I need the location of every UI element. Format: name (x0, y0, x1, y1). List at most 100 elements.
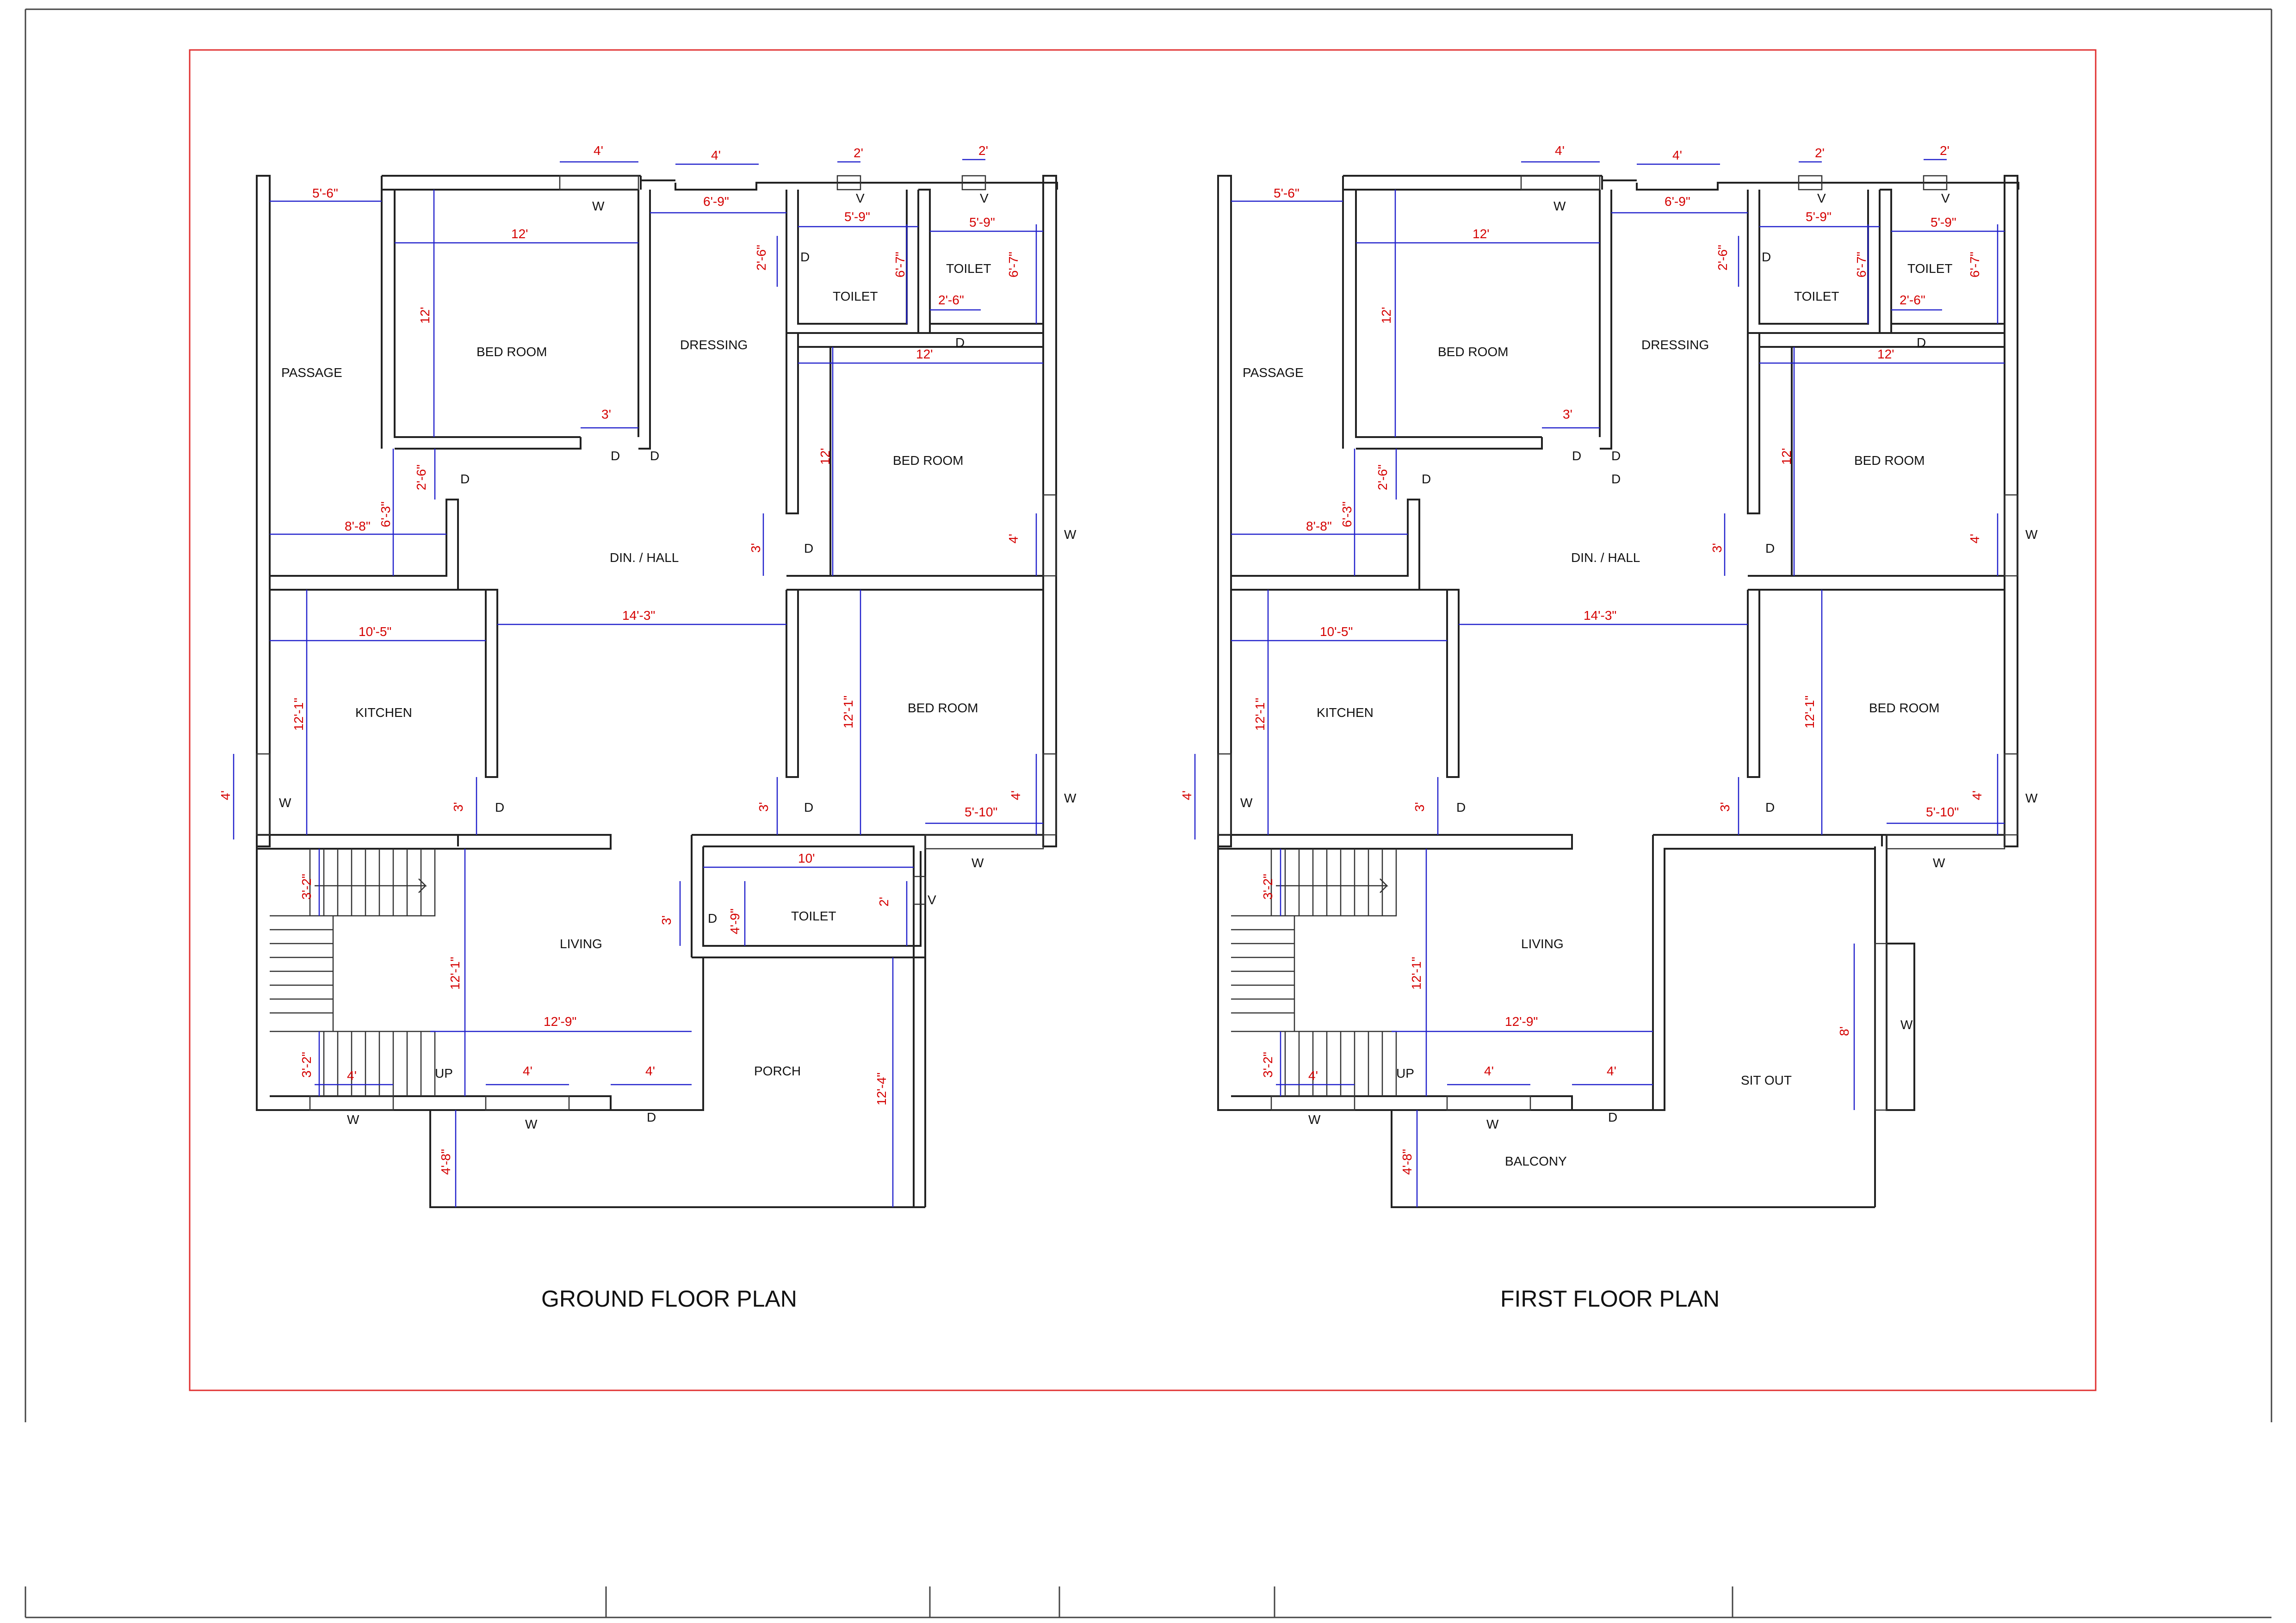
dimension-label: 4' (1672, 148, 1682, 162)
dimension-label: 5'-10" (965, 805, 997, 819)
dimension-label: 3'-2" (299, 1052, 314, 1078)
room-label: PASSAGE (281, 365, 342, 380)
dimension-label: 8'-8" (1306, 519, 1332, 533)
opening-label: D (647, 1110, 656, 1124)
title-block (25, 1586, 2271, 1618)
opening-label: D (1456, 800, 1466, 815)
window-marks (256, 175, 1057, 1111)
opening-label: W (1553, 199, 1566, 213)
dimension-label: 14'-3" (1584, 608, 1616, 623)
opening-label: D (708, 911, 717, 926)
dimension-label: 3'-2" (299, 874, 314, 900)
dimension-label: 2' (978, 143, 988, 158)
dimension-label: 12'-1" (291, 698, 306, 731)
opening-label: UP (1396, 1066, 1414, 1080)
dimension-label: 12'-9" (544, 1014, 576, 1029)
opening-label: W (1900, 1018, 1913, 1032)
dimension-labels: 4' 4' 2' 2' 5'-6" 12' 6'-9" 5'-9" 5'-9" … (218, 143, 1023, 1175)
dimension-label: 2'-6" (1375, 464, 1390, 490)
dimension-label: 4' (1009, 790, 1023, 800)
opening-label: D (804, 541, 813, 555)
room-labels: PASSAGE BED ROOM DRESSING TOILET TOILET … (1243, 261, 1953, 1168)
room-label: TOILET (791, 909, 836, 923)
dimension-label: 12' (1379, 307, 1393, 324)
dimension-label: 12'-1" (1802, 696, 1817, 728)
walls (256, 175, 1058, 1208)
dimension-label: 5'-9" (1931, 215, 1956, 229)
dimension-label: 12' (818, 448, 832, 465)
plan-title: GROUND FLOOR PLAN (541, 1286, 797, 1312)
dimension-label: 4' (594, 143, 603, 158)
dimension-label: 5'-6" (312, 186, 338, 200)
dimension-lines (1194, 159, 2005, 1207)
dimension-label: 4' (1308, 1068, 1318, 1083)
dimension-label: 14'-3" (622, 608, 655, 623)
dimension-label: 3' (756, 802, 771, 812)
dimension-label: 2' (1940, 143, 1949, 158)
dimension-label: 3' (1718, 802, 1732, 812)
dimension-label: 4' (1180, 790, 1194, 800)
drawing-frame (189, 49, 2097, 1391)
opening-label: D (495, 800, 504, 815)
opening-label: D (1611, 449, 1621, 463)
dimension-label: 6'-3" (378, 501, 393, 527)
opening-label: W (1308, 1112, 1321, 1127)
dimension-labels: 4' 4' 2' 2' 5'-6" 12' 6'-9" 5'-9" 5'-9" … (1180, 143, 1984, 1175)
dimension-label: 6'-9" (703, 194, 729, 209)
opening-label: D (1765, 541, 1775, 555)
opening-label: D (1765, 800, 1775, 815)
room-label: KITCHEN (1317, 705, 1374, 720)
room-label: DRESSING (1641, 338, 1709, 352)
dimension-label: 5'-9" (1806, 210, 1832, 224)
dimension-label: 2'-6" (938, 293, 964, 307)
dimension-label: 2'-6" (414, 464, 428, 490)
room-label: LIVING (560, 937, 602, 951)
dimension-label: 2'-6" (1715, 245, 1730, 271)
room-label: LIVING (1521, 937, 1564, 951)
opening-label: W (1064, 527, 1077, 542)
room-label: TOILET (1907, 261, 1953, 276)
opening-label: D (1611, 472, 1621, 486)
dimension-label: 2' (854, 146, 863, 160)
sheet-border (25, 8, 2272, 1422)
dimension-label: 12'-4" (874, 1073, 889, 1105)
dimension-label: 12' (916, 347, 933, 361)
room-label: BED ROOM (1854, 453, 1925, 468)
opening-label: V (1817, 191, 1826, 205)
dimension-label: 6'-3" (1340, 501, 1354, 527)
opening-label: W (592, 199, 605, 213)
dimension-label: 6'-7" (1854, 252, 1869, 278)
dimension-label: 3' (451, 802, 465, 812)
opening-label: D (1608, 1110, 1617, 1124)
dimension-label: 4' (1968, 534, 1982, 543)
room-label: BALCONY (1505, 1154, 1567, 1168)
dimension-label: 5'-10" (1926, 805, 1959, 819)
opening-label: W (1064, 791, 1077, 805)
dimension-label: 4' (711, 148, 721, 162)
opening-labels: W V V D D D D D D D W D W W W D W UP W W… (1240, 191, 2038, 1131)
dimension-label: 3' (659, 915, 674, 925)
opening-label: D (611, 449, 620, 463)
room-label: DRESSING (680, 338, 748, 352)
room-label: DIN. / HALL (1571, 550, 1640, 565)
dimension-label: 10'-5" (359, 624, 391, 639)
dimension-label: 4'-8" (439, 1149, 453, 1175)
room-label: SIT OUT (1741, 1073, 1792, 1087)
dimension-label: 2'-6" (754, 245, 768, 271)
dimension-label: 4' (1607, 1064, 1616, 1078)
dimension-label: 8' (1837, 1026, 1851, 1036)
opening-label: D (650, 449, 659, 463)
dimension-label: 12' (1877, 347, 1894, 361)
dimension-label: 3' (1563, 407, 1572, 421)
opening-label: W (525, 1117, 538, 1131)
dimension-label: 3'-2" (1261, 874, 1275, 900)
dimension-label: 12' (511, 227, 528, 241)
dimension-label: 3'-2" (1261, 1052, 1275, 1078)
opening-labels: W V V D D D D D D D W D W W W D V UP W W… (279, 191, 1077, 1131)
opening-label: W (972, 856, 984, 870)
room-label: TOILET (946, 261, 991, 276)
room-label: BED ROOM (893, 453, 963, 468)
dimension-label: 4'-9" (728, 908, 742, 934)
room-label: PORCH (754, 1064, 801, 1078)
